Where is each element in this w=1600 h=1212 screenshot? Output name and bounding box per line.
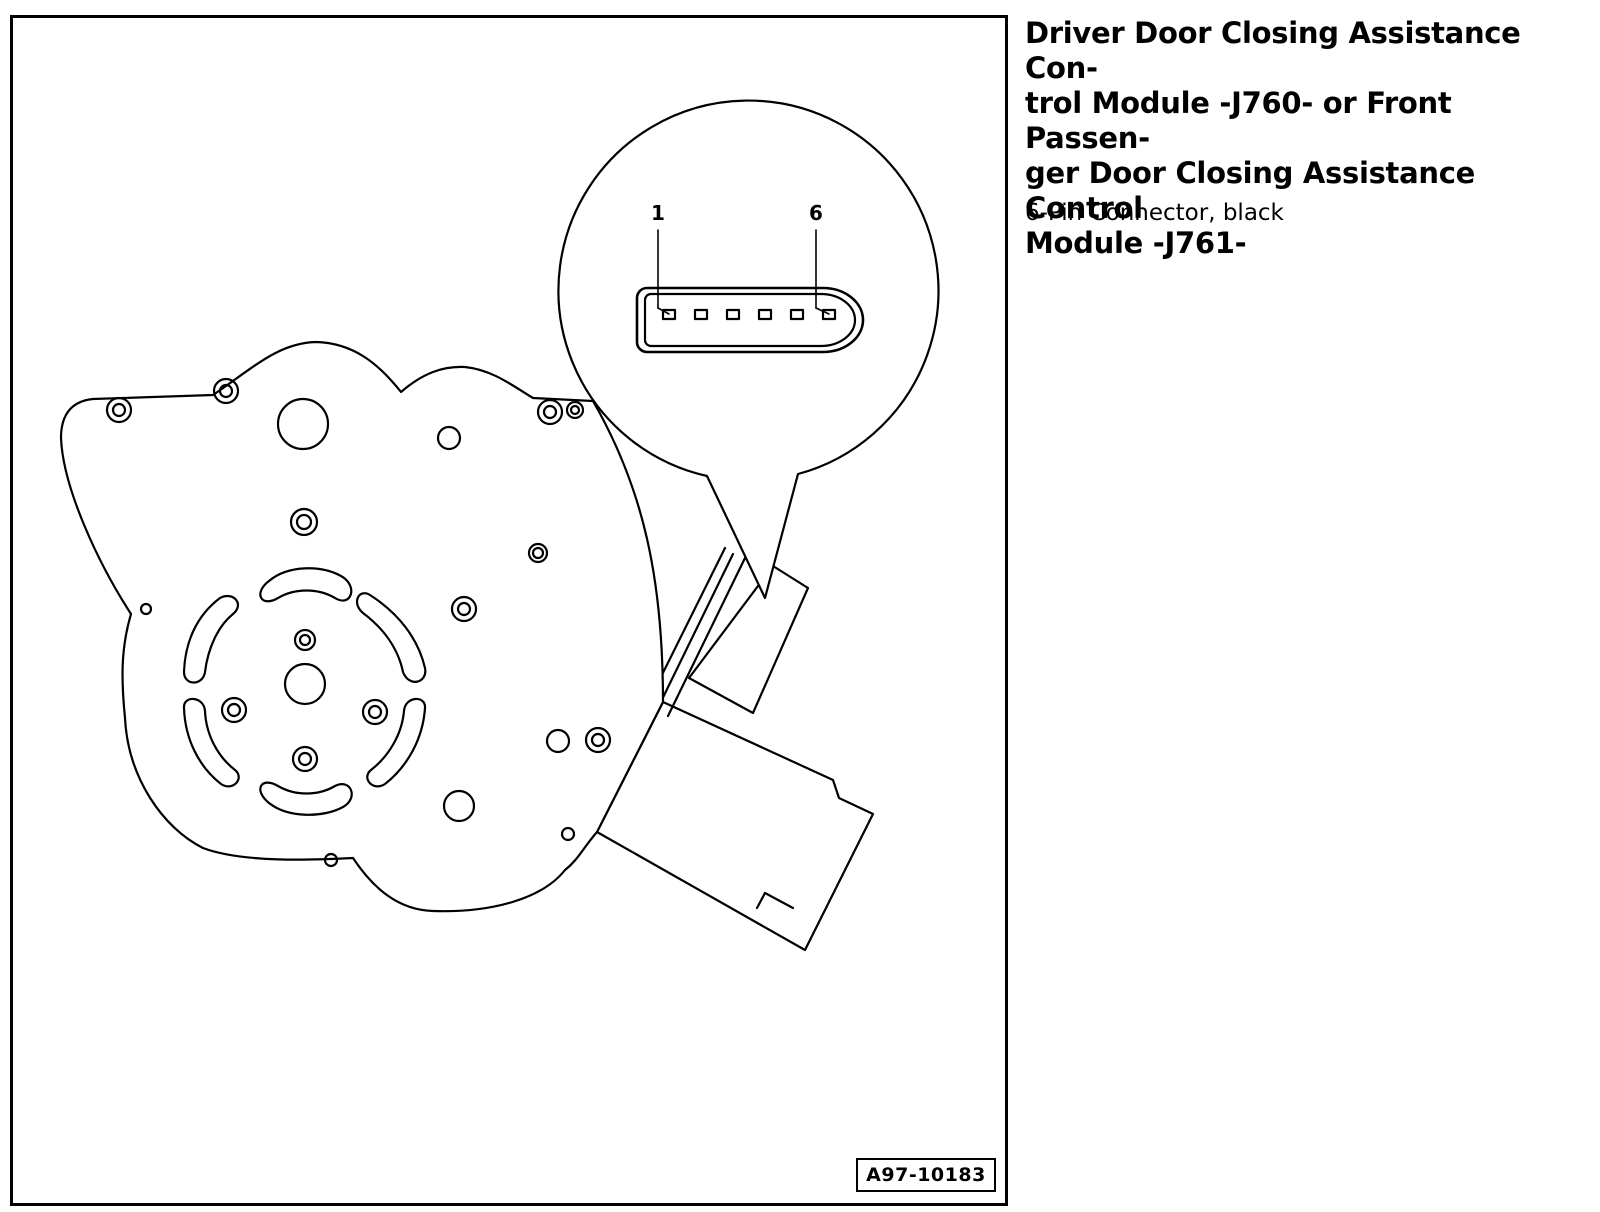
pin-label-6: 6 [809, 201, 823, 225]
pin-5 [789, 308, 805, 321]
mounting-plate [59, 340, 665, 913]
plate-holes [276, 397, 571, 823]
pin-3 [725, 308, 741, 321]
figure-id-label: A97-10183 [856, 1158, 996, 1192]
pin-1 [661, 308, 677, 321]
figure-frame: 1 6 A97-10183 [10, 15, 1008, 1206]
page-title: Driver Door Closing Assistance Con- trol… [1025, 16, 1585, 261]
module-diagram: 1 6 [59, 99, 940, 952]
title-line-3: ger Door Closing Assistance Control [1025, 156, 1475, 225]
pin-4 [757, 308, 773, 321]
title-line-2: trol Module -J760- or Front Passen- [1025, 86, 1452, 155]
arc-slots [182, 567, 427, 816]
pin-6 [821, 308, 837, 321]
wiring-harness [641, 546, 810, 720]
mounting-bolts [105, 377, 612, 868]
title-line-1: Driver Door Closing Assistance Con- [1025, 16, 1521, 85]
six-pin-connector [635, 229, 865, 354]
connector-description: 6-Pin Connector, black [1025, 200, 1284, 226]
title-line-4: Module -J761- [1025, 226, 1247, 260]
pin-label-1: 1 [651, 201, 665, 225]
pin-2 [693, 308, 709, 321]
figure-id-text: A97-10183 [866, 1164, 986, 1186]
